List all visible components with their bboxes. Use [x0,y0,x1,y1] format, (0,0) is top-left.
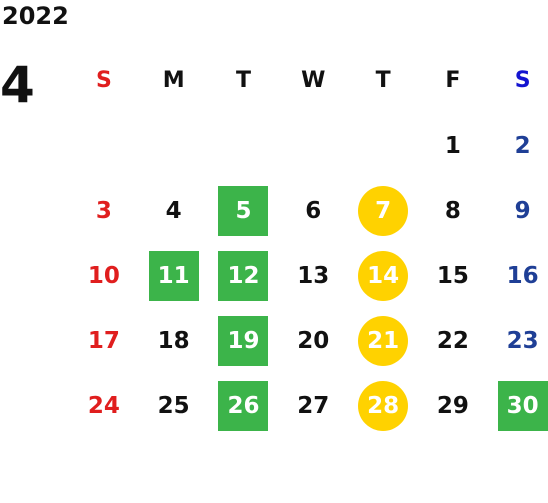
day-cell[interactable]: 12 [209,243,279,308]
day-number: 22 [436,327,469,354]
month-number: 4 [0,56,35,114]
day-number [79,121,129,171]
weekday-header-thu: T [375,68,391,93]
day-cell[interactable]: 5 [209,178,279,243]
day-cell[interactable]: 11 [139,243,209,308]
day-cell [209,113,279,178]
day-cell[interactable]: 23 [488,308,548,373]
day-number: 2 [514,132,531,159]
day-cell [139,113,209,178]
day-number-green: 11 [148,250,199,301]
day-cell[interactable]: 19 [209,308,279,373]
day-cell[interactable]: 30 [488,373,548,438]
day-number-yellow: 21 [358,315,409,366]
day-number: 9 [514,197,531,224]
day-cell[interactable]: 25 [139,373,209,438]
day-number: 17 [87,327,120,354]
day-cell[interactable]: 2 [488,113,548,178]
day-cell[interactable]: 3 [69,178,139,243]
day-cell[interactable]: 15 [418,243,488,308]
day-number: 18 [157,327,190,354]
day-cell[interactable]: 14 [348,243,418,308]
day-cell[interactable]: 9 [488,178,548,243]
day-cell[interactable]: 18 [139,308,209,373]
day-number-yellow: 14 [358,250,409,301]
day-number: 4 [165,197,182,224]
day-cell[interactable]: 26 [209,373,279,438]
day-number: 25 [157,392,190,419]
day-number [149,121,199,171]
day-number: 16 [506,262,539,289]
day-cell[interactable]: 27 [278,373,348,438]
day-number [218,121,268,171]
day-number-green: 30 [497,380,548,431]
day-cell[interactable]: 29 [418,373,488,438]
day-cell[interactable]: 4 [139,178,209,243]
day-number-yellow: 28 [358,380,409,431]
day-number: 20 [297,327,330,354]
day-number [358,121,408,171]
day-cell[interactable]: 24 [69,373,139,438]
day-number: 27 [297,392,330,419]
day-number: 6 [305,197,322,224]
day-cell[interactable]: 8 [418,178,488,243]
day-number: 15 [436,262,469,289]
day-cell[interactable]: 13 [278,243,348,308]
day-cell[interactable]: 17 [69,308,139,373]
day-cell[interactable]: 7 [348,178,418,243]
day-cell[interactable]: 21 [348,308,418,373]
day-cell [348,113,418,178]
day-number: 10 [87,262,120,289]
year-label: 2022 [2,2,69,30]
day-number: 1 [444,132,461,159]
day-number-green: 26 [218,380,269,431]
day-cell[interactable]: 10 [69,243,139,308]
day-number-green: 12 [218,250,269,301]
weekday-header-sun: S [95,68,112,93]
day-number: 23 [506,327,539,354]
weekday-header-sat: S [514,68,531,93]
day-number: 3 [95,197,112,224]
day-cell[interactable]: 6 [278,178,348,243]
day-cell[interactable]: 28 [348,373,418,438]
day-cell[interactable]: 1 [418,113,488,178]
day-cell [278,113,348,178]
day-number: 13 [297,262,330,289]
day-number: 8 [444,197,461,224]
day-cell[interactable]: 20 [278,308,348,373]
day-number-yellow: 7 [358,185,409,236]
day-cell[interactable]: 22 [418,308,488,373]
weekday-header-fri: F [445,68,461,93]
day-number: 29 [436,392,469,419]
day-cell[interactable]: 16 [488,243,548,308]
day-number [288,121,338,171]
weekday-header-tue: T [235,68,251,93]
day-number-green: 5 [218,185,269,236]
day-number: 24 [87,392,120,419]
day-cell [69,113,139,178]
day-number-green: 19 [218,315,269,366]
weekday-header-mon: M [162,68,185,93]
weekday-header-wed: W [301,68,326,93]
